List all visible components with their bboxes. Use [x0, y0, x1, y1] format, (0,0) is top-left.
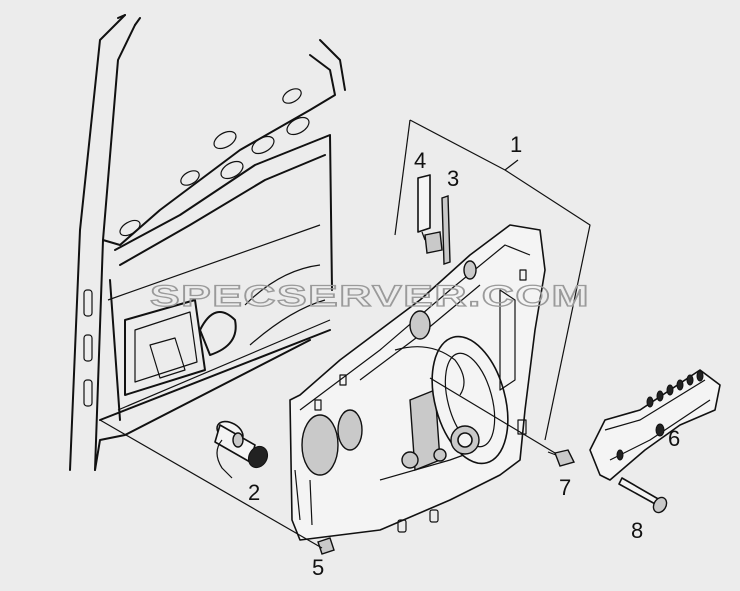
callout-7: 7 — [559, 475, 571, 500]
watermark-text: SPECSERVER.COM — [150, 280, 590, 313]
door-frame — [69, 14, 346, 471]
callout-6: 6 — [668, 426, 680, 451]
callout-5: 5 — [312, 555, 324, 580]
callout-8: 8 — [631, 518, 643, 543]
regulator-panel — [289, 224, 546, 541]
fasteners — [317, 449, 668, 555]
callout-1: 1 — [510, 132, 522, 157]
callout-2: 2 — [248, 480, 260, 505]
callout-3: 3 — [447, 166, 459, 191]
callout-4: 4 — [414, 148, 426, 173]
mounting-bracket — [589, 369, 721, 481]
leader-lines — [99, 119, 591, 549]
window-motor — [214, 420, 269, 479]
guide-rail-parts — [417, 174, 451, 265]
